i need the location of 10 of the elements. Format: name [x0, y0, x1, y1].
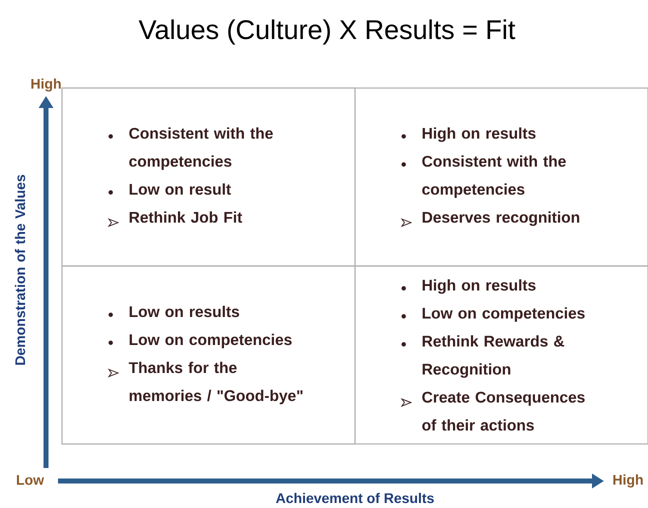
title: Values (Culture) X Results = Fit	[138, 19, 516, 45]
quadrant-box: High on results Consistent with the competencies Deserves recognition	[354, 87, 648, 267]
axis-label: Achievement of Results	[276, 492, 434, 504]
quadrant-box: High on results Low on competencies Rethink Rewards & Recognition Create Consequences of their actions	[354, 265, 648, 445]
axis-label: High	[31, 78, 61, 92]
quadrant-box: Low on results Low on competencies Thanks for the memories / "Good-bye"	[61, 265, 356, 445]
quadrant-box: Consistent with the competencies Low on result Rethink Job Fit	[61, 87, 356, 267]
axis-label: Demonstration of the Values	[14, 174, 26, 365]
axis-label: High	[613, 474, 643, 488]
axis-label: Low	[16, 475, 44, 485]
